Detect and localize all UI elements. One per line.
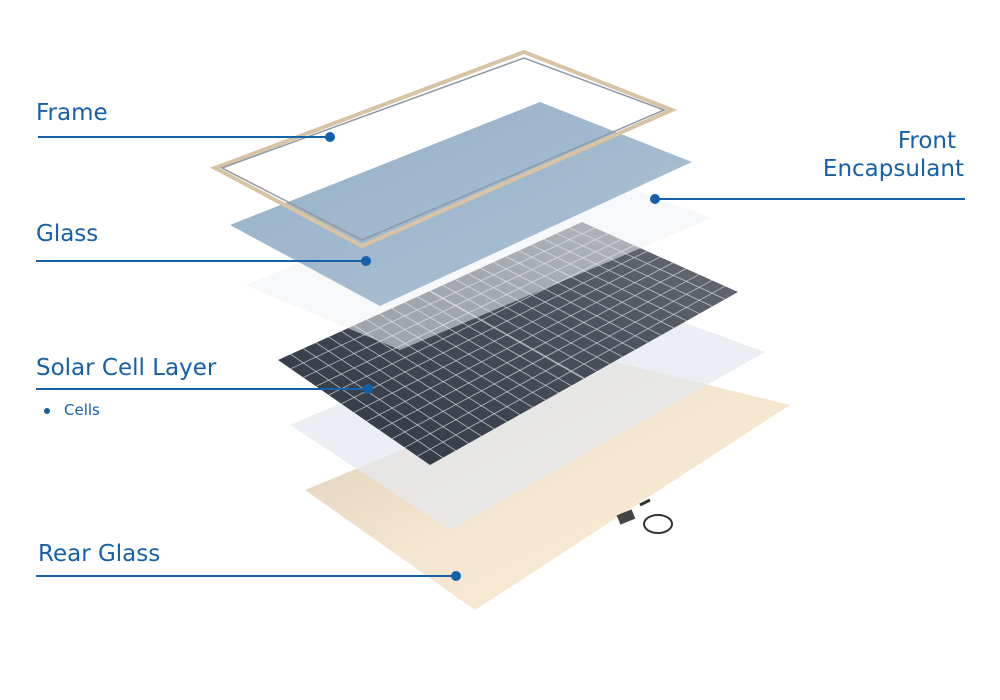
cell-grid-line <box>353 256 661 413</box>
frame-label: Frame <box>36 100 108 126</box>
cells-bullet: Cells <box>44 401 100 419</box>
glass-leader-dot <box>361 256 371 266</box>
rear-glass-leader-dot <box>451 571 461 581</box>
cell-grid-line <box>366 262 674 422</box>
rear-glass-layer <box>305 362 790 610</box>
front-encapsulant-line1: Front <box>897 128 956 154</box>
rear-encapsulant-layer <box>290 292 765 530</box>
solar-cell-layer-label: Solar Cell Layer <box>36 355 217 381</box>
cell-grid-line <box>379 268 687 431</box>
cells-label: Cells <box>64 401 100 419</box>
cell-grid-line <box>341 250 648 405</box>
front-encapsulant-leader-dot <box>650 194 660 204</box>
frame-leader-dot <box>325 132 335 142</box>
cell-grid-line <box>404 279 713 448</box>
front-encapsulant-line2: Encapsulant <box>822 155 964 182</box>
solar-cell-leader-dot <box>363 384 373 394</box>
rear-glass-label: Rear Glass <box>38 541 161 567</box>
bullet-icon <box>44 407 50 414</box>
solar-cell-layer <box>278 222 738 465</box>
junction-box <box>616 498 673 534</box>
front-encapsulant-label: Front Encapsulant <box>823 128 964 183</box>
cell-grid-line <box>417 285 726 457</box>
glass-label: Glass <box>36 221 99 247</box>
cell-grid-line <box>391 274 700 440</box>
frame-layer <box>210 49 678 249</box>
